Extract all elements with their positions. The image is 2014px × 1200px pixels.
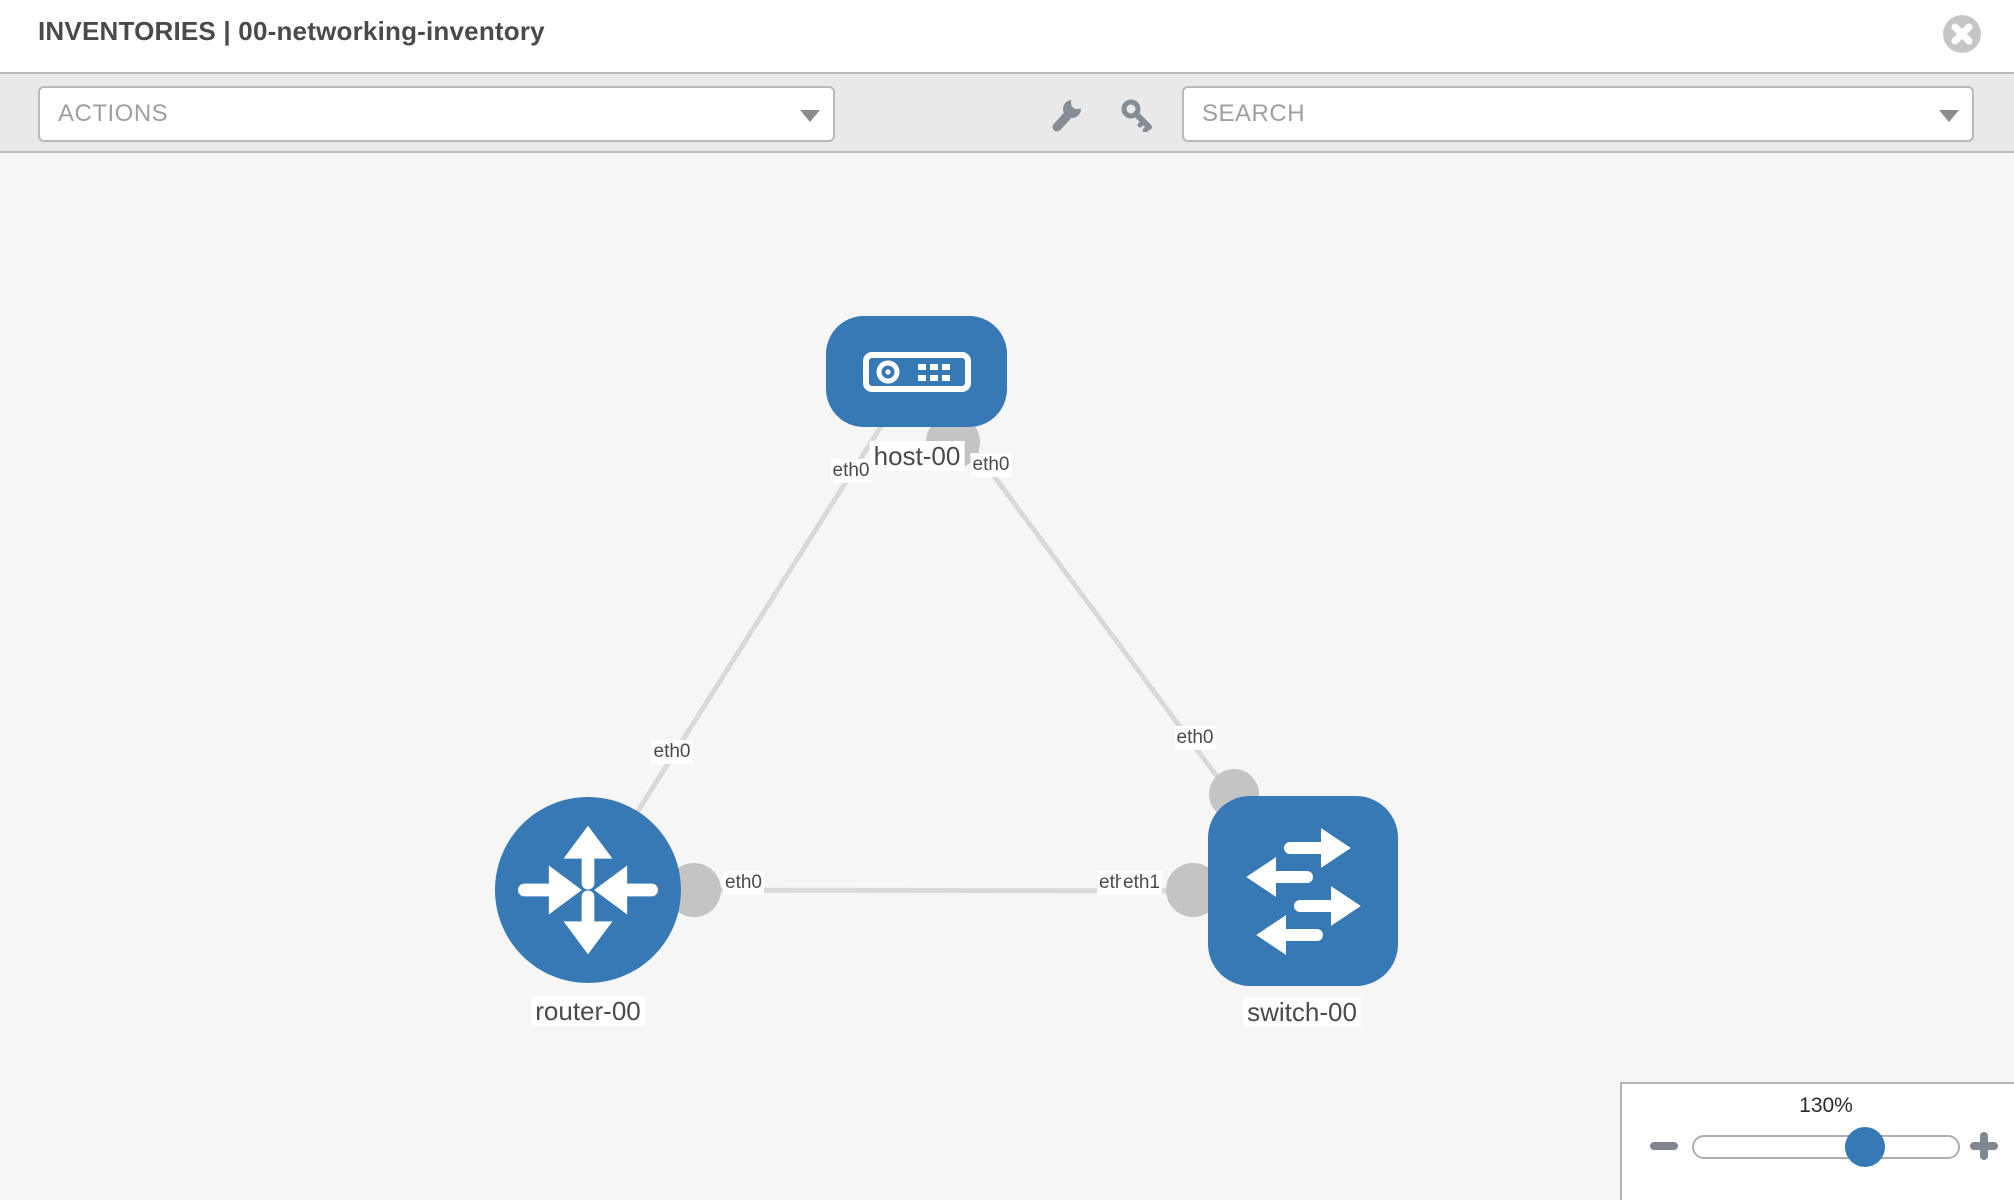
credentials-button[interactable] (1120, 98, 1154, 133)
iface-label-router-to-host: eth0 (651, 740, 693, 764)
zoom-control-panel: 130% (1620, 1082, 2014, 1200)
iface-label-host-to-router: eth0 (830, 459, 872, 483)
header-bar: INVENTORIES | 00-networking-inventory (0, 0, 2014, 72)
zoom-slider-thumb[interactable] (1845, 1127, 1885, 1167)
iface-label-switch-to-host: eth0 (1174, 726, 1216, 750)
zoom-slider-track[interactable] (1692, 1135, 1960, 1159)
node-host-00[interactable] (826, 316, 1007, 427)
node-router-00[interactable] (495, 797, 681, 983)
node-label-router: router-00 (531, 996, 645, 1026)
iface-label-router-to-switch: eth0 (723, 871, 764, 895)
search-input[interactable]: SEARCH (1182, 86, 1974, 142)
host-icon (862, 351, 971, 392)
search-placeholder: SEARCH (1202, 100, 1306, 127)
chevron-down-icon (800, 110, 820, 122)
zoom-out-button[interactable] (1650, 1142, 1678, 1150)
node-switch-00[interactable] (1208, 796, 1398, 986)
iface-label-switch-to-router: eth1 (1121, 871, 1162, 895)
links-layer (585, 369, 1305, 917)
node-label-switch: switch-00 (1243, 997, 1361, 1027)
zoom-in-button[interactable] (1970, 1132, 1998, 1160)
close-icon (1951, 23, 1973, 45)
chevron-down-icon (1939, 110, 1959, 122)
actions-dropdown[interactable]: ACTIONS (38, 86, 835, 142)
actions-dropdown-label: ACTIONS (58, 100, 169, 127)
router-icon (518, 825, 658, 955)
tools-button[interactable] (1050, 90, 1088, 132)
switch-icon (1246, 828, 1361, 955)
key-icon (1121, 99, 1152, 133)
close-button[interactable] (1943, 15, 1981, 53)
iface-label-host-to-switch: eth0 (970, 453, 1012, 477)
wrench-icon (1052, 90, 1088, 132)
page-title: INVENTORIES | 00-networking-inventory (38, 16, 545, 46)
node-label-host: host-00 (869, 441, 965, 471)
zoom-level-text: 130% (1799, 1094, 1853, 1117)
toolbar: ACTIONS SEARCH (0, 72, 2014, 153)
link-host-router[interactable] (585, 369, 919, 892)
interface-dot-switch-left (1166, 863, 1220, 917)
topology-canvas[interactable]: host-00 router-00 switch-00 eth0 eth0 et… (0, 153, 2014, 1200)
interface-dot-router (667, 863, 721, 917)
